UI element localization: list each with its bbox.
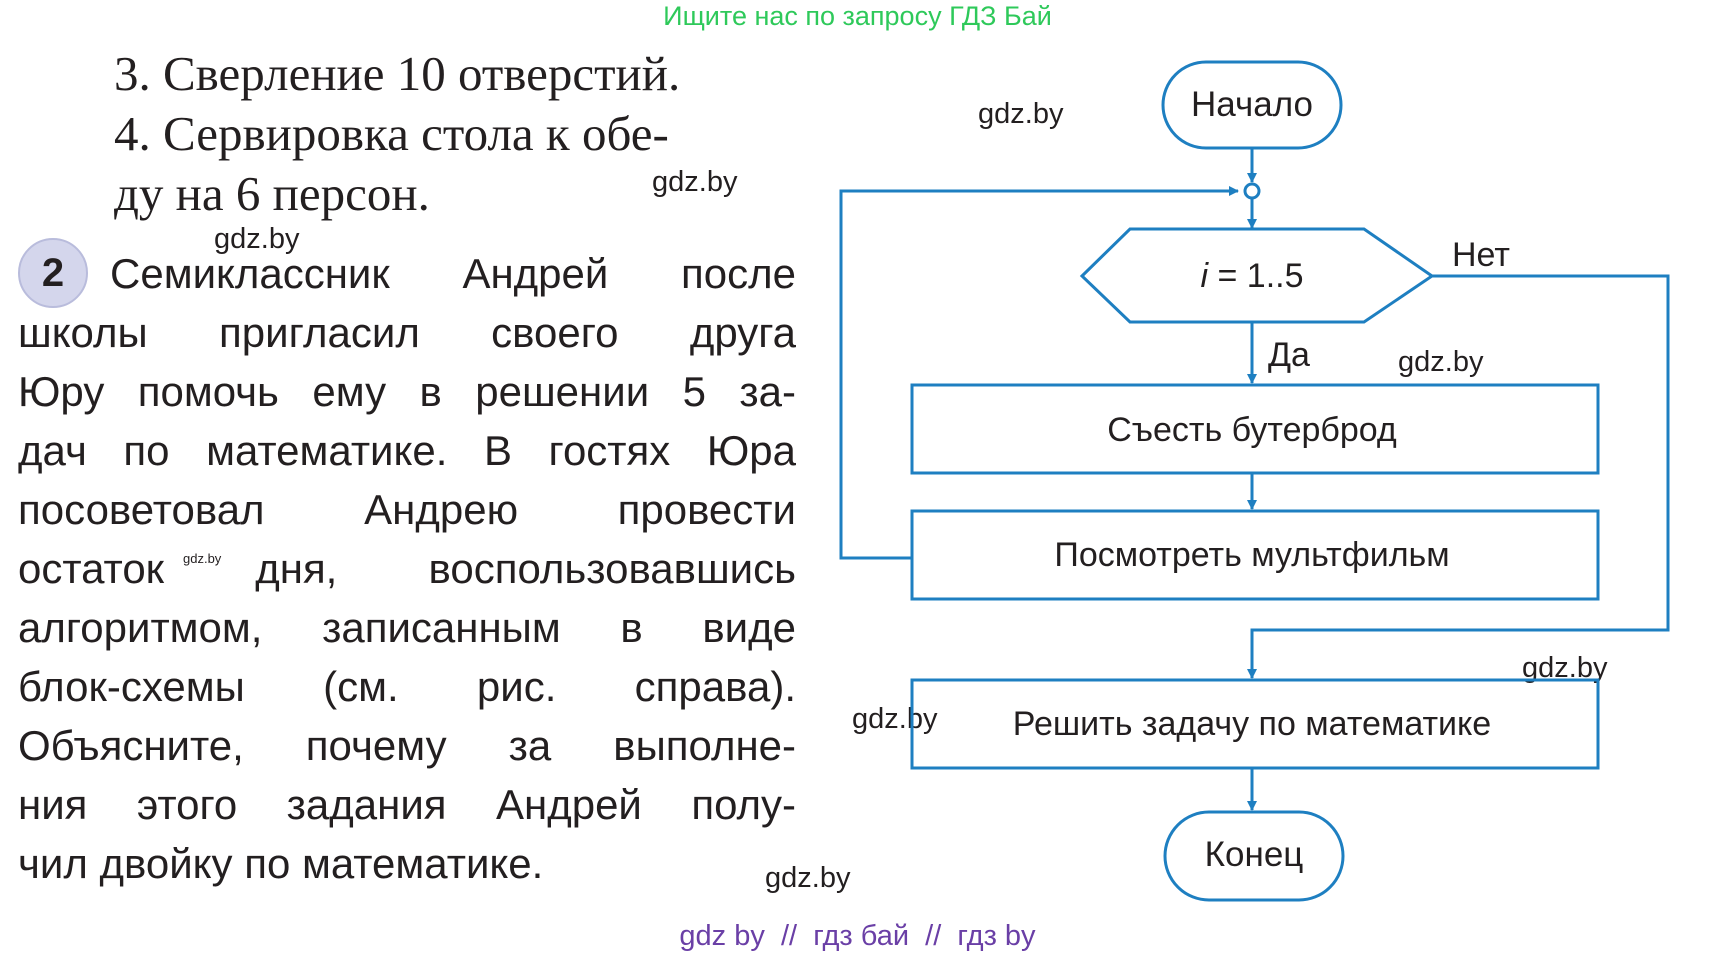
loop-junction — [1243, 182, 1261, 200]
loop-condition: i = 1..5 — [1200, 257, 1303, 295]
no-arrow — [1247, 274, 1670, 679]
task-number-badge: 2 — [18, 238, 88, 308]
loop-variable: i — [1200, 257, 1209, 295]
watermark: gdz.by — [765, 862, 851, 894]
yes-label: Да — [1268, 336, 1310, 374]
watermark: gdz.by — [852, 703, 938, 735]
list-item-4-continued: ду на 6 персон. — [114, 166, 430, 221]
task-text: Семиклассник Андрей после школы пригласи… — [18, 244, 796, 893]
task-line: алгоритмом, записанным в виде — [18, 604, 796, 651]
end-label: Конец — [1205, 835, 1304, 874]
step-eat-sandwich-label: Съесть бутерброд — [1107, 411, 1397, 449]
previous-task-list: 3. Сверление 10 отверстий. 4. Сервировка… — [114, 44, 804, 224]
end-terminator — [1163, 810, 1345, 902]
step-eat-sandwich — [910, 383, 1600, 475]
task-line: посоветовал Андрею провести — [18, 486, 796, 533]
step-watch-cartoon-label: Посмотреть мультфильм — [1054, 536, 1449, 574]
task-line: блок-схемы (см. рис. справа). — [18, 663, 796, 710]
start-label: Начало — [1191, 85, 1313, 124]
watermark: gdz.by — [1398, 346, 1484, 378]
task-line: дач по математике. В гостях Юра — [18, 427, 796, 474]
watermark: gdz.by — [214, 223, 300, 255]
task-line: школы пригласил своего друга — [18, 309, 796, 356]
task-line: Объясните, почему за выполне- — [18, 722, 796, 769]
step-watch-cartoon — [910, 509, 1600, 601]
site-footer-banner: gdz by // гдз бай // гдз by — [679, 920, 1036, 952]
list-item-4: 4. Сервировка стола к обе- — [114, 106, 669, 161]
step-solve-math-label: Решить задачу по математике — [1013, 705, 1491, 743]
task-line: остаток дня, воспользовавшись — [18, 545, 796, 592]
watermark: gdz.by — [652, 166, 738, 198]
watermark: gdz.by — [183, 551, 222, 566]
task-line: Юру помочь ему в решении 5 за- — [18, 368, 796, 415]
no-label: Нет — [1452, 236, 1510, 274]
search-hint-banner: Ищите нас по запросу ГДЗ Бай — [663, 1, 1052, 31]
watermark: gdz.by — [978, 98, 1064, 130]
task-line: ния этого задания Андрей полу- — [18, 781, 796, 828]
loop-range: = 1..5 — [1208, 257, 1303, 295]
list-item-3: 3. Сверление 10 отверстий. — [114, 46, 681, 101]
task-line: Семиклассник Андрей после — [110, 250, 796, 297]
step-solve-math — [910, 678, 1600, 770]
loop-back-arrow — [839, 186, 1239, 560]
task-line: чил двойку по математике. — [18, 840, 544, 887]
